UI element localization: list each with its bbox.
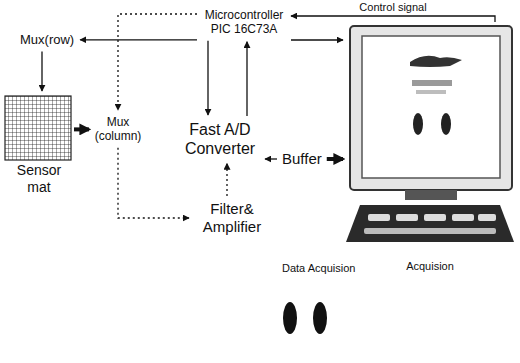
- node-text: Microcontroller PIC 16C73A: [202, 8, 286, 37]
- data-acquisition-probes: [283, 302, 327, 334]
- buffer-block: Buffer: [280, 148, 324, 170]
- filter-amplifier: Filter& Amplifier: [192, 198, 272, 238]
- signal-connector: [118, 14, 197, 110]
- signal-connector: [41, 52, 42, 91]
- sensor-grid: [5, 96, 71, 160]
- annotation-label: Data Acquision: [282, 262, 355, 275]
- computer-illustration: [346, 26, 514, 242]
- adc-block: Fast A/D Converter: [178, 118, 262, 160]
- edge-label: Control signal: [357, 1, 428, 14]
- signal-connector: [80, 39, 197, 40]
- signal-connector: [291, 39, 343, 40]
- mux-column: Mux (column): [92, 113, 144, 146]
- signal-connector: [265, 158, 277, 159]
- signal-connector: [291, 16, 495, 22]
- signal-connector: [327, 157, 343, 161]
- node-text: Mux(row): [20, 32, 74, 48]
- signal-connector: [207, 41, 208, 115]
- node-text: Filter& Amplifier: [194, 200, 270, 236]
- microcontroller-block: Microcontroller PIC 16C73A: [200, 6, 288, 39]
- node-text: Sensor mat: [4, 162, 74, 196]
- signal-connector: [226, 163, 227, 196]
- node-text: Acquision: [347, 260, 513, 273]
- signal-connector: [118, 148, 189, 218]
- signal-connector: [246, 42, 247, 116]
- sensor-mat: Sensor mat: [2, 94, 76, 198]
- node-text: Fast A/D Converter: [180, 120, 260, 158]
- node-text: Buffer: [282, 150, 322, 168]
- node-text: Mux (column): [94, 115, 142, 144]
- computer: Acquision: [345, 24, 515, 275]
- signal-connector: [74, 127, 89, 131]
- mux-row: Mux(row): [18, 30, 76, 50]
